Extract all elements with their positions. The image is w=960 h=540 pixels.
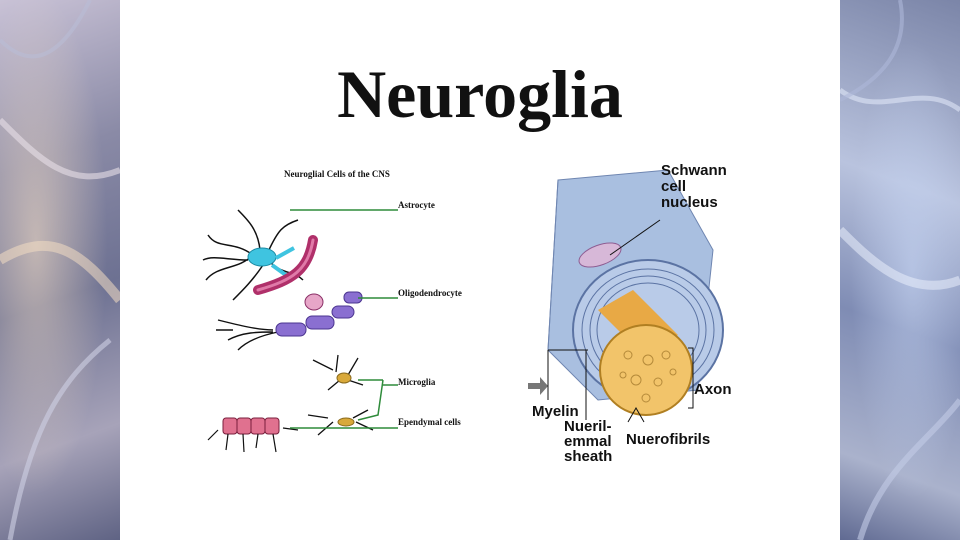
slide-title: Neuroglia — [337, 56, 623, 132]
label-neurofibrils: Nuerofibrils — [626, 431, 710, 448]
label-microglia: Microglia — [398, 377, 436, 387]
arrow-icon — [528, 377, 548, 395]
label-schwann-line2: cell — [661, 178, 686, 195]
neuron-fibers-decoration — [0, 0, 120, 540]
microglia-illustration — [307, 354, 374, 436]
label-astrocyte: Astrocyte — [398, 200, 435, 210]
slide: Neuroglia Neuroglial Cells of the CNS As… — [120, 0, 840, 540]
label-oligodendrocyte: Oligodendrocyte — [398, 288, 462, 298]
label-neurilemma-line3: sheath — [564, 448, 612, 465]
label-neurilemma-line2: emmal — [564, 433, 612, 450]
figure-heading: Neuroglial Cells of the CNS — [284, 169, 390, 179]
label-neurilemma-line1: Nueril- — [564, 418, 612, 435]
label-myelin: Myelin — [532, 403, 579, 420]
blood-vessel-illustration — [253, 235, 318, 295]
astrocyte-illustration — [202, 209, 304, 301]
label-ependymal-cells: Ependymal cells — [398, 417, 461, 427]
oligodendrocyte-illustration — [216, 291, 363, 351]
myelinated-axon-figure: Schwann cell nucleus Axon Myelin Nueril-… — [528, 160, 738, 470]
label-schwann-line1: Schwann — [661, 162, 727, 179]
label-schwann-line3: nucleus — [661, 194, 718, 211]
cns-neuroglia-figure: Neuroglial Cells of the CNS Astrocyte Ol… — [202, 169, 462, 453]
microglia-leader-line — [357, 379, 384, 421]
neuron-fibers-decoration — [840, 0, 960, 540]
axon-core-illustration — [598, 290, 693, 416]
background-right-panel — [840, 0, 960, 540]
label-axon: Axon — [694, 381, 732, 398]
background-left-panel — [0, 0, 120, 540]
ependymal-cells-illustration — [207, 417, 299, 453]
